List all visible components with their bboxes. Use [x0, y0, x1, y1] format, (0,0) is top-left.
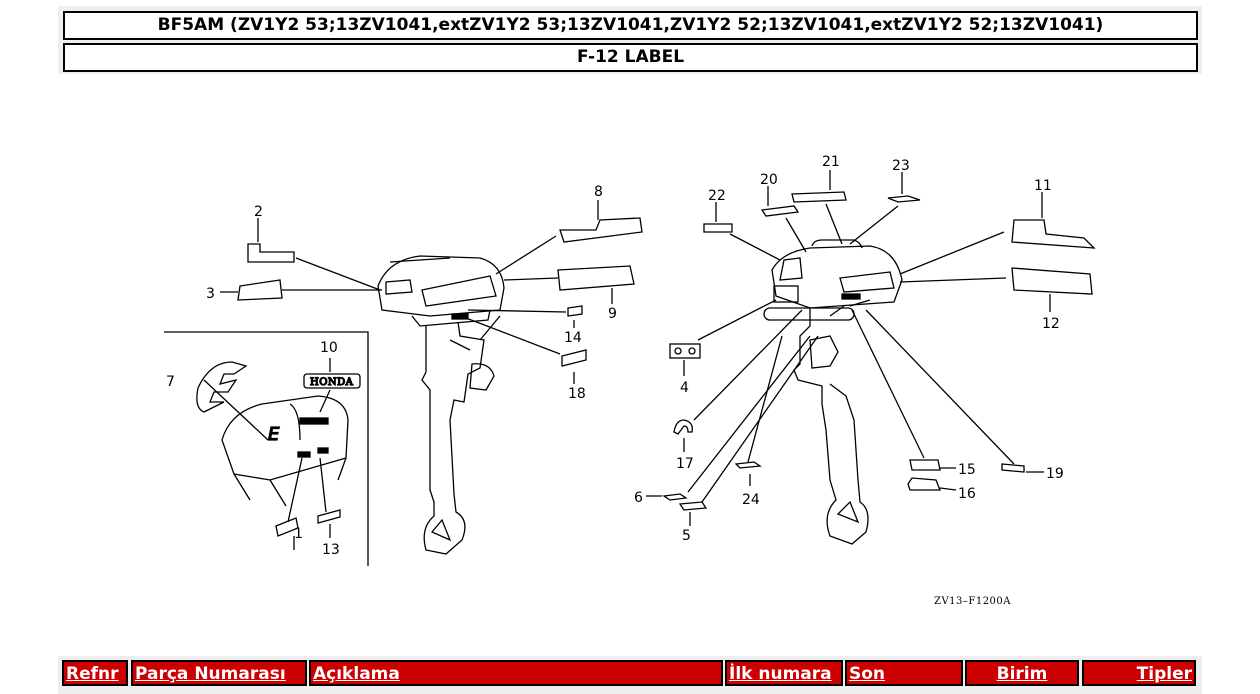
decal-14: [567, 305, 583, 317]
callout-3: 3: [206, 286, 215, 302]
parts-diagram: E HONDA: [150, 140, 1110, 620]
leader-17: [683, 309, 803, 452]
decal-3: [237, 279, 283, 301]
decal-19: [1001, 463, 1025, 473]
decal-13: [317, 509, 341, 524]
leader-12: [899, 277, 1051, 312]
decal-6: [662, 493, 688, 501]
diagram-code: ZV13–F1200A: [934, 596, 1011, 607]
column-header-description[interactable]: Açıklama: [309, 660, 723, 686]
decal-12: [1011, 267, 1093, 295]
leader-4: [683, 299, 777, 376]
leader-23: [849, 172, 903, 245]
leaders-1-13: [287, 457, 331, 550]
callout-9: 9: [608, 306, 617, 322]
leader-3: [220, 289, 382, 293]
section-title: F-12 LABEL: [63, 43, 1198, 72]
callout-10: 10: [320, 340, 338, 356]
leader-9: [503, 277, 613, 304]
decal-22: [703, 223, 733, 233]
logo-7-shape: [196, 361, 248, 413]
inset-logo-mark: E: [268, 424, 280, 445]
leaders-15-16-19: [851, 309, 1044, 491]
callout-20: 20: [760, 172, 778, 188]
leader-24: [747, 335, 783, 486]
decal-4-hole-left: [674, 347, 682, 355]
leaders-5-6: [646, 335, 819, 526]
honda-plate-text: HONDA: [310, 377, 354, 388]
leader-8: [495, 200, 599, 275]
callout-12: 12: [1042, 316, 1060, 332]
leader-22: [715, 202, 781, 261]
callout-8: 8: [594, 184, 603, 200]
leaders-14-18: [465, 309, 575, 384]
decal-24: [734, 461, 762, 469]
decal-16: [907, 477, 941, 491]
callout-16: 16: [958, 486, 976, 502]
decal-8: [559, 217, 643, 243]
column-header-last[interactable]: Son: [845, 660, 963, 686]
column-header-unit[interactable]: Birim: [965, 660, 1079, 686]
callout-19: 19: [1046, 466, 1064, 482]
column-header-part-number[interactable]: Parça Numarası: [131, 660, 307, 686]
column-header-types[interactable]: Tipler: [1082, 660, 1196, 686]
callout-11: 11: [1034, 178, 1052, 194]
column-header-refnr[interactable]: Refnr: [62, 660, 128, 686]
clip-17: [673, 419, 693, 435]
callout-7: 7: [166, 374, 175, 390]
inset-frame: [164, 331, 369, 566]
decal-4-hole-right: [688, 347, 696, 355]
decal-11: [1011, 219, 1096, 249]
decal-20: [760, 205, 800, 217]
decal-4: [669, 343, 701, 359]
callout-15: 15: [958, 462, 976, 478]
callout-4: 4: [680, 380, 689, 396]
callout-6: 6: [634, 490, 643, 506]
inset-engine-drawing: E: [221, 395, 349, 507]
callout-18: 18: [568, 386, 586, 402]
callout-22: 22: [708, 188, 726, 204]
right-outboard-drawing: [763, 239, 903, 545]
leader-10: [319, 358, 331, 413]
callout-14: 14: [564, 330, 582, 346]
decal-18: [561, 349, 587, 367]
left-outboard-drawing: [377, 255, 505, 555]
decal-15: [909, 459, 941, 471]
callout-24: 24: [742, 492, 760, 508]
leader-21: [825, 170, 843, 245]
decal-23: [887, 195, 921, 203]
model-title: BF5AM (ZV1Y2 53;13ZV1041,extZV1Y2 53;13Z…: [63, 11, 1198, 40]
callout-21: 21: [822, 154, 840, 170]
decal-9: [557, 265, 635, 291]
callout-13: 13: [322, 542, 340, 558]
leader-11: [899, 192, 1043, 275]
decal-21: [791, 191, 847, 203]
honda-plate-10: [303, 373, 361, 389]
parts-diagram-svg: E HONDA: [164, 154, 1096, 607]
callout-1: 1: [294, 526, 303, 542]
leader-20: [767, 186, 807, 253]
callout-5: 5: [682, 528, 691, 544]
callout-17: 17: [676, 456, 694, 472]
leader-2: [257, 218, 381, 291]
decal-1: [275, 517, 299, 537]
decal-2: [247, 243, 295, 263]
leader-7: [203, 379, 269, 441]
callout-23: 23: [892, 158, 910, 174]
column-header-first-number[interactable]: İlk numara: [725, 660, 843, 686]
callout-2: 2: [254, 204, 263, 220]
decal-5: [678, 501, 708, 511]
